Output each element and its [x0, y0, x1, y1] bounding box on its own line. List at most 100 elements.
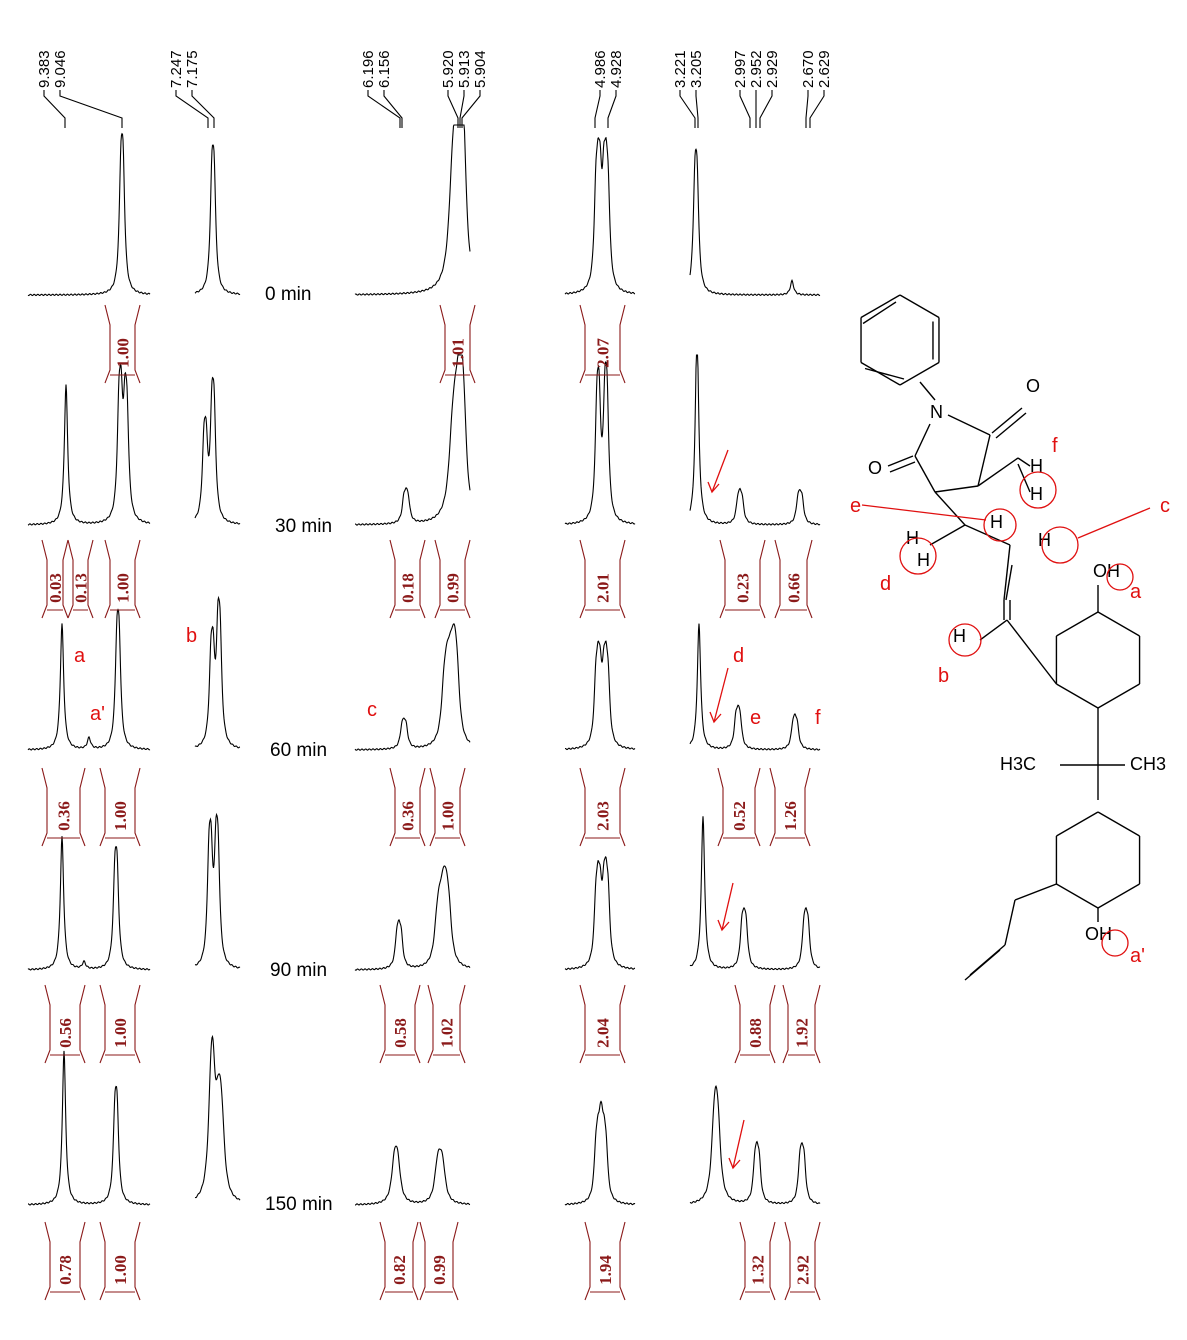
integral-value: 2.04 [594, 1018, 613, 1048]
integral-bracket [67, 539, 94, 619]
spectrum-trace [194, 1034, 241, 1201]
label-c: c [367, 699, 377, 721]
spectrum-trace [27, 608, 151, 751]
spectra [27, 124, 821, 1206]
spectrum-trace [564, 856, 636, 971]
aryl-bond [1056, 883, 1099, 909]
label-d: d [733, 645, 744, 667]
bond [977, 457, 1019, 487]
integral-value: 0.88 [746, 1018, 765, 1048]
integral-bracket [429, 767, 466, 847]
peak-label-leader [805, 90, 809, 128]
peak-label: 6.196 [360, 50, 377, 88]
spectrum-trace [355, 1145, 471, 1206]
peak-label-leader [191, 90, 215, 128]
integral-value: 0.03 [46, 573, 65, 603]
integral-value: 1.00 [111, 1255, 130, 1285]
phenyl-bond [860, 361, 901, 386]
peak-label: 2.997 [732, 50, 749, 88]
red-arrowhead [717, 919, 730, 932]
integral-value: 1.00 [111, 1018, 130, 1048]
integral-bracket [379, 984, 421, 1064]
peak-label: 6.156 [376, 50, 393, 88]
bond [977, 434, 991, 487]
integral-bracket [104, 304, 141, 384]
spectrum-trace [564, 1100, 636, 1206]
integral-value: 1.00 [439, 801, 458, 831]
spectrum-trace [354, 623, 471, 751]
peak-label-leader [447, 90, 459, 128]
methyl-left: H3C [1000, 754, 1036, 774]
integral-bracket [379, 1221, 419, 1301]
spectrum-trace [689, 354, 821, 526]
peak-label-leader [594, 90, 601, 128]
peak-label: 3.205 [688, 50, 705, 88]
aryl-bond [1056, 611, 1099, 637]
integral-bracket [579, 984, 626, 1064]
label-f: f [815, 707, 821, 729]
carbonyl-bond [889, 461, 916, 473]
peak-label: 7.247 [168, 50, 185, 88]
label-a-prime: a' [90, 703, 105, 725]
struct-label-f: f [1052, 435, 1058, 457]
integral-bracket [99, 1221, 141, 1301]
peak-label: 2.629 [816, 50, 833, 88]
time-label: 150 min [265, 1194, 333, 1215]
time-label: 30 min [275, 516, 332, 537]
label-c-circle [1041, 526, 1079, 564]
integral-value: 0.78 [56, 1255, 75, 1285]
integral-bracket [719, 539, 766, 619]
integral-bracket [41, 767, 86, 847]
spectrum-trace [194, 144, 241, 296]
integral-bracket [419, 1221, 459, 1301]
peak-label: 2.952 [748, 50, 765, 88]
bond [979, 619, 1008, 641]
integral-value: 0.36 [55, 801, 74, 831]
peak-label: 2.929 [764, 50, 781, 88]
hydrogen-atom: H [953, 626, 966, 646]
peak-label: 9.046 [52, 50, 69, 88]
integral-value: 1.94 [596, 1255, 615, 1285]
red-arrowhead [709, 711, 722, 724]
spectrum-trace [689, 816, 821, 971]
spectrum-trace [194, 595, 241, 749]
integral-bracket [389, 767, 426, 847]
bond [1005, 564, 1013, 601]
integral-value: 0.56 [56, 1018, 75, 1048]
integral-value: 1.00 [114, 573, 133, 603]
peak-label-leader [759, 90, 773, 128]
integral-bracket [44, 1221, 86, 1301]
integral-bracket [739, 1221, 776, 1301]
integral-value: 0.82 [390, 1255, 409, 1285]
peak-label-leader [461, 90, 481, 128]
spectrum-trace [689, 148, 821, 297]
spectrum-trace [28, 1050, 151, 1206]
bond [914, 423, 931, 457]
hydroxyl-a-prime: OH [1085, 924, 1112, 944]
carbonyl-bond [991, 407, 1023, 434]
integral-value: 1.32 [749, 1255, 768, 1285]
integral-bracket [579, 539, 626, 619]
integral-bracket [734, 984, 776, 1064]
hydrogen-atom: H [917, 550, 930, 570]
spectrum-trace [689, 623, 821, 751]
peak-label-leader [367, 90, 401, 128]
red-arrow [721, 882, 734, 931]
oxygen-atom: O [1026, 376, 1040, 396]
integral-bracket [99, 767, 141, 847]
integral-value: 1.92 [793, 1018, 812, 1048]
hydrogen-atom: H [1030, 484, 1043, 504]
spectrum-trace [354, 124, 471, 296]
peak-label-leader [607, 90, 617, 128]
peak-label: 2.670 [800, 50, 817, 88]
integral-value: 0.13 [72, 573, 91, 603]
integral-bracket [579, 767, 626, 847]
integral-bracket [41, 539, 69, 619]
bond [934, 491, 966, 526]
bond [1017, 457, 1031, 467]
nitrogen-atom: N [930, 402, 943, 422]
spectrum-trace [564, 136, 636, 295]
peak-label-leader [175, 90, 209, 128]
